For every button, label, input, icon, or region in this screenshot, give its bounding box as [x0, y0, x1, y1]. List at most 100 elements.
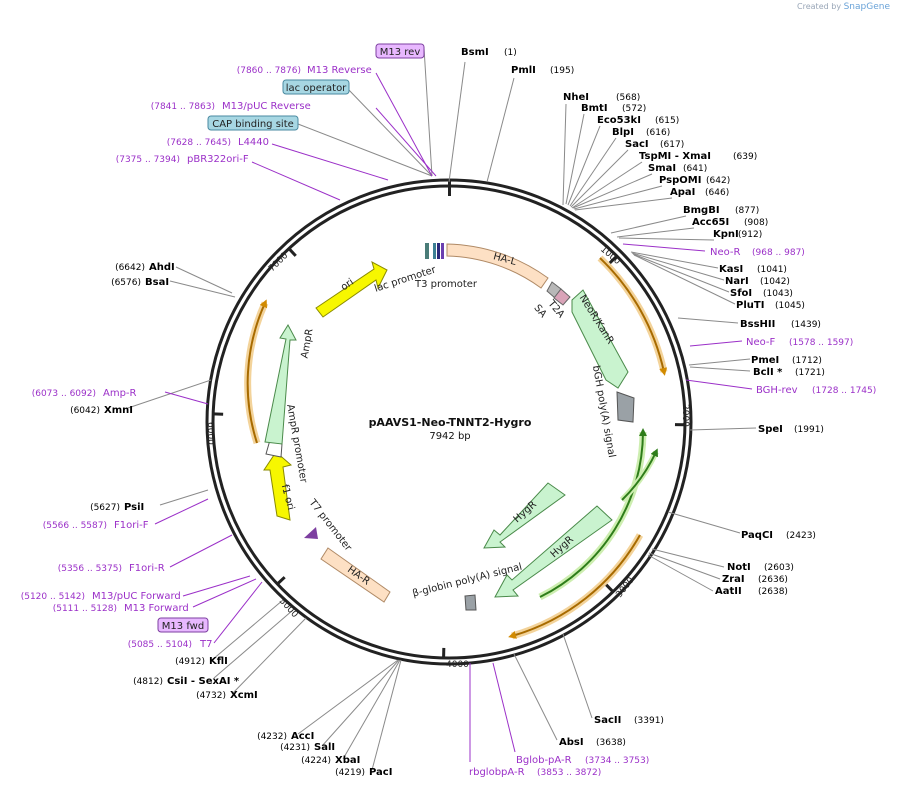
primer-m13-puc-reverse-range: (7841 .. 7863) [151, 102, 215, 112]
enzyme-bmti: BmtI [581, 103, 608, 114]
enzyme-sacii-pos: (3391) [634, 716, 664, 726]
enzyme-zrai-pos: (2636) [758, 575, 788, 585]
enzyme-labels-right: BsmI (1) PmlI (195) NheI (568) BmtI (572… [461, 47, 825, 748]
enzyme-ahdi-pos: (6642) [115, 263, 145, 273]
enzyme-acci-pos: (4232) [257, 732, 287, 742]
leader-line [175, 266, 233, 294]
primer-m13-reverse-range: (7860 .. 7876) [237, 66, 301, 76]
leader-line [251, 161, 341, 201]
enzyme-acc65i: Acc65I [692, 217, 729, 228]
enzyme-psii: PsiI [124, 502, 144, 513]
enzyme-pluti: PluTI [736, 300, 764, 311]
enzyme-kpni: KpnI [713, 229, 739, 240]
enzyme-bsshii: BssHII [740, 319, 775, 330]
enzyme-kpni-pos: (912) [738, 230, 762, 240]
enzyme-nhei-pos: (568) [616, 93, 640, 103]
leader-line [633, 254, 736, 305]
primer-bglob-pa-r: Bglob-pA-R [516, 755, 572, 766]
leader-line [346, 87, 433, 177]
primer-bglob-pa-r-range: (3734 .. 3753) [585, 756, 649, 766]
tick-label-2000: 2000 [680, 404, 690, 427]
bglobin-feature [464, 594, 477, 611]
primer-m13-forward-range: (5111 .. 5128) [53, 604, 117, 614]
ha-l-feature [446, 243, 549, 289]
leader-line [573, 185, 663, 210]
enzyme-sfoi: SfoI [730, 288, 752, 299]
enzyme-psoomi-pos: (642) [706, 176, 730, 186]
enzyme-absi: AbsI [559, 737, 584, 748]
leader-line [448, 61, 466, 183]
leader-line [169, 534, 233, 568]
enzyme-bcli: BclI * [753, 367, 783, 378]
primer-pbr322ori-f-range: (7375 .. 7394) [116, 155, 180, 165]
primer-m13-puc-forward: M13/pUC Forward [92, 591, 181, 602]
enzyme-bcli-pos: (1721) [795, 368, 825, 378]
enzyme-bsai: BsaI [145, 277, 169, 288]
enzyme-bmgbi: BmgBI [683, 205, 720, 216]
leader-line [562, 633, 593, 719]
hygr2-feature [494, 505, 613, 598]
primer-f1ori-r: F1ori-R [129, 563, 165, 574]
enzyme-ahdi: AhdI [149, 262, 175, 273]
enzyme-blpi-pos: (616) [646, 128, 670, 138]
leader-line [164, 391, 209, 405]
enzyme-xmni-pos: (6042) [70, 406, 100, 416]
enzyme-eco53ki-pos: (615) [655, 116, 679, 126]
enzyme-saci-pos: (617) [660, 140, 684, 150]
primer-t7-range: (5085 .. 5104) [128, 640, 192, 650]
leader-line [567, 125, 601, 206]
primer-l4440-range: (7628 .. 7645) [167, 138, 231, 148]
enzyme-pmli: PmlI [511, 65, 536, 76]
leader-line [630, 251, 719, 269]
m13-fwd-box [157, 617, 209, 633]
enzyme-spei-pos: (1991) [794, 425, 824, 435]
enzyme-zrai: ZraI [722, 574, 745, 585]
neor-feature [571, 289, 629, 389]
ori-feature [315, 261, 388, 318]
tick-label-5000: 5000 [277, 596, 300, 620]
leader-line [688, 358, 751, 366]
m13-fwd-label: M13 fwd [162, 621, 204, 632]
leader-line [569, 137, 617, 207]
leader-line [213, 581, 263, 644]
enzyme-pmei: PmeI [751, 355, 779, 366]
leader-line [562, 103, 567, 206]
plasmid-name: pAAVS1-Neo-TNNT2-Hygro [369, 416, 532, 429]
origin-marker [448, 180, 451, 196]
bgh-feature [616, 391, 635, 423]
primer-f1ori-f: F1ori-F [114, 520, 149, 531]
leader-line [572, 173, 653, 209]
ampr-promoter-label: AmpR promoter [284, 403, 309, 484]
leader-line [297, 123, 433, 177]
enzyme-bmti-pos: (572) [622, 104, 646, 114]
enzyme-tspmi-xmai-pos: (639) [733, 152, 757, 162]
enzyme-xbai: XbaI [335, 755, 360, 766]
enzyme-spei: SpeI [758, 424, 783, 435]
ha-r-feature [320, 547, 391, 603]
enzyme-noti-pos: (2603) [764, 563, 794, 573]
primer-pbr322ori-f: pBR322ori-F [187, 154, 249, 165]
enzyme-acci: AccI [291, 731, 314, 742]
leader-line [651, 548, 725, 568]
leader-line [565, 113, 585, 205]
enzyme-aatii-pos: (2638) [758, 587, 788, 597]
boxed-labels: M13 rev lac operator CAP binding site M1… [157, 43, 425, 633]
enzyme-xcmi: XcmI [230, 690, 258, 701]
primer-f1ori-f-range: (5566 .. 5587) [43, 521, 107, 531]
leader-line [647, 554, 714, 592]
orf-arcs [244, 255, 668, 640]
leader-line [297, 659, 399, 735]
lac-operator-label: lac operator [286, 83, 347, 94]
tick-5000 [276, 576, 286, 586]
tick-label-4000: 4000 [446, 660, 469, 670]
leader-line [632, 253, 730, 293]
enzyme-bsmi: BsmI [461, 47, 489, 58]
primer-neo-r-range: (968 .. 987) [752, 248, 805, 258]
primer-m13-forward: M13 Forward [124, 603, 189, 614]
enzyme-xmni: XmnI [104, 405, 133, 416]
leader-line [231, 617, 307, 695]
m13-rev-box [375, 43, 425, 59]
enzyme-smai: SmaI [648, 163, 676, 174]
lac-operator-feature [433, 243, 436, 259]
